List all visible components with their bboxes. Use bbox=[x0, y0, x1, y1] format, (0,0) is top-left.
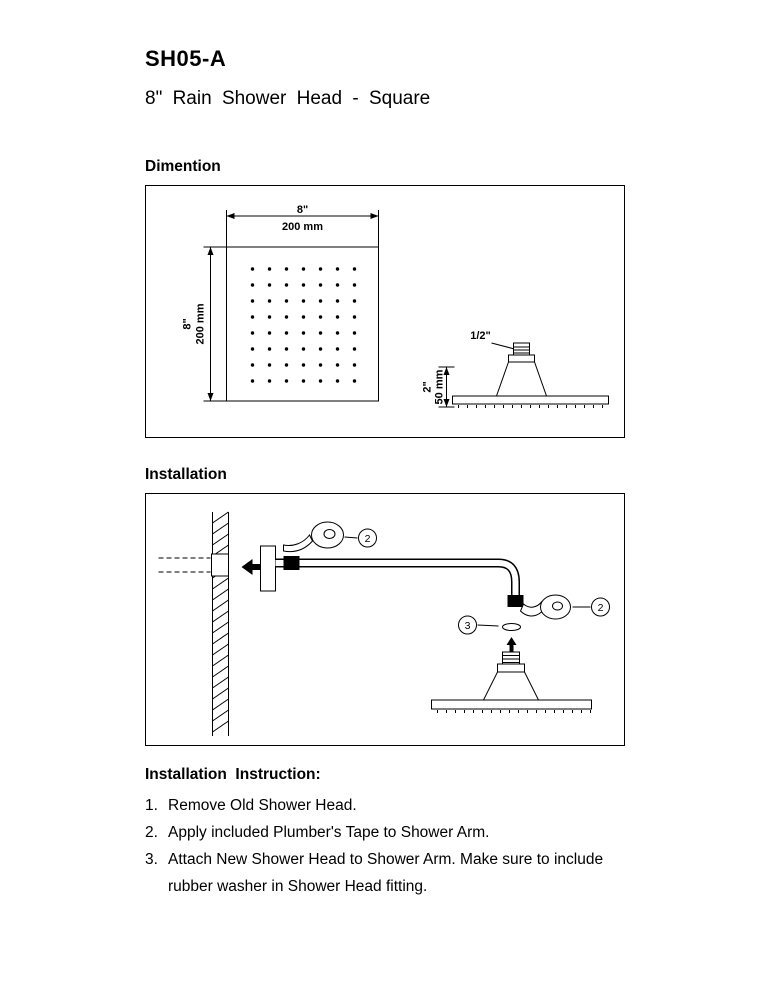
instruction-text: Remove Old Shower Head. bbox=[168, 797, 357, 814]
tape-roll-top-icon bbox=[283, 521, 344, 553]
callout-badge-tape-top bbox=[358, 528, 377, 548]
instruction-number: 2. bbox=[145, 824, 158, 841]
wall-fitting bbox=[211, 553, 229, 577]
model-number: SH05-A bbox=[145, 46, 227, 71]
callout-leader bbox=[344, 536, 358, 539]
shower-arm bbox=[275, 558, 520, 606]
shower-face-outline bbox=[226, 246, 379, 402]
height-label-mm: 200 mm bbox=[195, 303, 207, 344]
tape-roll-side-icon bbox=[519, 594, 571, 620]
head-height-label-inches: 2" bbox=[422, 381, 434, 392]
instruction-item: 2. Apply included Plumber's Tape to Show… bbox=[145, 819, 625, 846]
instruction-text: Apply included Plumber's Tape to Shower … bbox=[168, 824, 490, 841]
height-label-inches: 8" bbox=[182, 318, 194, 329]
instruction-item: 3. Attach New Shower Head to Shower Arm.… bbox=[145, 846, 625, 900]
instruction-number: 1. bbox=[145, 797, 158, 814]
thread-size-label: 1/2" bbox=[470, 330, 491, 342]
wall-hatching bbox=[212, 511, 229, 733]
cone-body bbox=[482, 671, 540, 701]
callout-badge-tape-side bbox=[591, 597, 610, 617]
callout-badge-washer bbox=[458, 615, 477, 635]
dimension-labels: 8" 200 mm 8" 200 mm 1/2" 2" 50 mm bbox=[182, 204, 491, 404]
tape-wrap-wall-end bbox=[283, 556, 300, 570]
shower-head-side-view bbox=[452, 342, 609, 405]
head-slab bbox=[452, 395, 609, 405]
callout-number-tape-side: 2 bbox=[598, 602, 604, 614]
collar bbox=[508, 354, 535, 363]
instructions-heading: Installation Instruction: bbox=[145, 766, 321, 783]
up-arrow-icon bbox=[506, 637, 517, 653]
nozzle-dot-grid bbox=[250, 267, 357, 383]
dimension-diagram-box: 8" 200 mm 8" 200 mm 1/2" 2" 50 mm bbox=[145, 185, 625, 438]
document-page: SH05-A 8" Rain Shower Head - Square Dime… bbox=[145, 46, 625, 900]
dimension-heading: Dimention bbox=[145, 158, 221, 175]
tape-wrap-head-end bbox=[507, 595, 524, 607]
instruction-number: 3. bbox=[145, 851, 158, 868]
instruction-list: 1. Remove Old Shower Head. 2. Apply incl… bbox=[145, 792, 625, 900]
shower-head-icon bbox=[431, 651, 592, 710]
hidden-pipe-lines bbox=[158, 557, 211, 573]
head-nozzles bbox=[437, 710, 591, 713]
installation-diagram-box: 2 2 3 bbox=[145, 493, 625, 746]
callout-number-tape-top: 2 bbox=[365, 533, 371, 545]
cone-body bbox=[495, 361, 548, 397]
width-label-inches: 8" bbox=[297, 204, 308, 216]
rubber-washer-icon bbox=[502, 623, 521, 631]
collar bbox=[497, 663, 525, 673]
installation-heading: Installation bbox=[145, 466, 227, 483]
product-title: 8" Rain Shower Head - Square bbox=[145, 88, 431, 109]
installation-drawing: 2 2 3 bbox=[158, 511, 610, 736]
head-slab bbox=[431, 699, 592, 710]
escutcheon-flange bbox=[260, 545, 276, 592]
width-label-mm: 200 mm bbox=[282, 221, 323, 233]
instruction-item: 1. Remove Old Shower Head. bbox=[145, 792, 625, 819]
callout-number-washer: 3 bbox=[465, 620, 471, 632]
dimension-drawing: 8" 200 mm 8" 200 mm 1/2" 2" 50 mm bbox=[182, 204, 609, 408]
side-view-nozzles bbox=[458, 405, 603, 408]
dimension-arrowheads bbox=[207, 213, 450, 407]
head-height-label-mm: 50 mm bbox=[434, 369, 446, 404]
instruction-text: Attach New Shower Head to Shower Arm. Ma… bbox=[168, 851, 604, 895]
left-arrow-icon bbox=[241, 559, 261, 575]
callout-leader bbox=[477, 624, 499, 627]
